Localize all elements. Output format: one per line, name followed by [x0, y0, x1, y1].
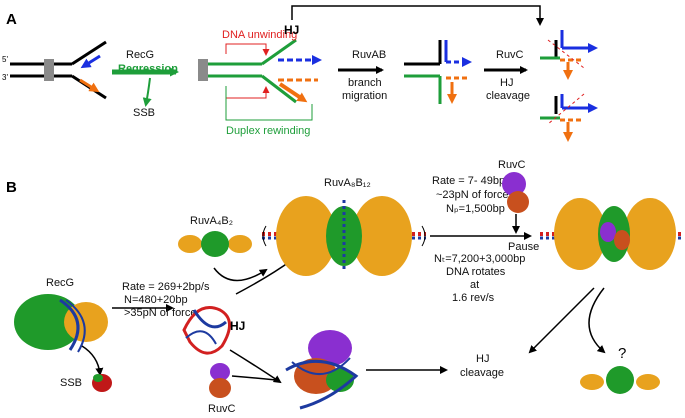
at-label: at [470, 279, 479, 291]
panel-b: B RecG Rate = 269+2bp/s N=480+20bp >35pN… [6, 159, 684, 415]
ruvab-label: RuvAB [352, 49, 386, 61]
nt-label: Nₜ=7,200+3,000bp [434, 253, 525, 265]
ruvc-structure-top [502, 172, 529, 213]
rotates-label: DNA rotates [446, 266, 506, 278]
resolvasome-to-cleavage-arrow [528, 287, 595, 354]
recg-structure [14, 294, 108, 353]
fork-stalled: 5' 3' [2, 40, 107, 100]
recg-label-b: RecG [46, 277, 74, 289]
ruva8b12-label: RuvA₈B₁₂ [324, 177, 371, 189]
branch-label: branch [348, 77, 382, 89]
fork-migrated [404, 40, 472, 104]
ruvc-label-top: RuvC [498, 159, 526, 171]
n1-label: N=480+20bp [124, 294, 188, 306]
pause-label: Pause [508, 241, 539, 253]
rewinding-bracket [225, 86, 313, 121]
ssb-label-a: SSB [133, 107, 155, 119]
polymerase-block [44, 59, 54, 81]
unwinding-bracket-top [225, 43, 270, 56]
ruva4b2-structure [178, 231, 252, 257]
panel-b-letter: B [6, 179, 17, 196]
ruvc-label-a: RuvC [496, 49, 524, 61]
ssb-label-b: SSB [60, 377, 82, 389]
rewinding-label: Duplex rewinding [226, 125, 310, 137]
panel-a: A 5' 3' RecG Regression SSB [2, 5, 598, 142]
unwinding-bracket-bottom [225, 86, 270, 99]
ruva-dissociated-structure [580, 366, 660, 394]
ssb-release-arrow [142, 77, 152, 107]
hj-bypass-arrow [291, 5, 544, 26]
question-mark: ? [618, 345, 626, 362]
hj-cleavage-b-1: HJ [476, 353, 489, 365]
hj-cleavage-b-2: cleavage [460, 367, 504, 379]
resolvasome-structure [540, 198, 684, 270]
hj-label-a: HJ [284, 23, 299, 37]
label-3prime: 3' [2, 73, 8, 82]
hj-label-b: HJ [230, 319, 245, 333]
lagging-strand-arrow [79, 78, 100, 93]
ssb-release-arrow-b [81, 345, 104, 376]
fork-regressed [198, 38, 322, 104]
np-label: Nₚ=1,500bp [446, 203, 505, 215]
cleavage-products [540, 30, 598, 142]
unwinding-label: DNA unwinding [222, 29, 297, 41]
ruvc-label-bottom: RuvC [208, 403, 236, 415]
panel-a-letter: A [6, 11, 17, 28]
hj-structure [182, 306, 231, 355]
leading-strand-arrow [80, 54, 101, 69]
ruva8b12-structure [262, 196, 426, 276]
hj-cleavage-label-2: cleavage [486, 90, 530, 102]
ruvc-hj-complex [285, 330, 359, 410]
ssb-structure [92, 374, 112, 392]
hj-to-ruvab-arrow [235, 258, 294, 295]
rate1-label: Rate = 269+2bp/s [122, 281, 210, 293]
ruva4b2-label: RuvA₄B₂ [190, 215, 233, 227]
label-5prime: 5' [2, 55, 8, 64]
ruvc-structure-bottom [209, 363, 231, 398]
hj-cleavage-label-1: HJ [500, 77, 513, 89]
force1-label: >35pN of force [124, 307, 196, 319]
rev-label: 1.6 rev/s [452, 292, 495, 304]
force2-label: ~23pN of force [436, 189, 508, 201]
rate2-label: Rate = 7- 49bp/s [432, 175, 514, 187]
regressed-orange-arrow [278, 82, 308, 103]
recg-label: RecG [126, 49, 154, 61]
migration-label: migration [342, 90, 387, 102]
